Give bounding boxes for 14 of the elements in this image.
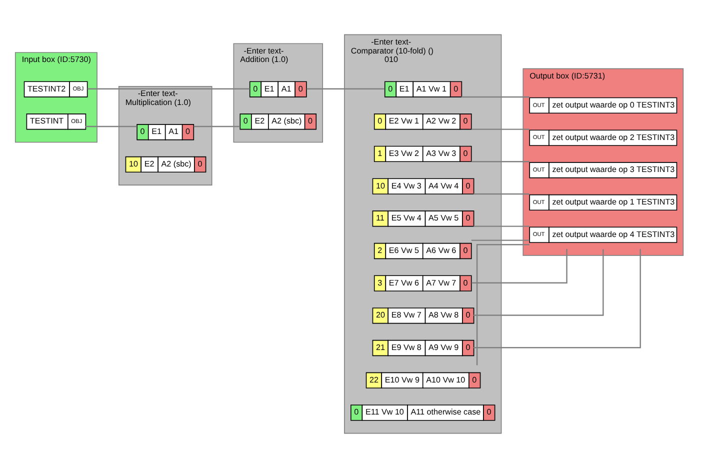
connector [474, 248, 641, 348]
connector [476, 244, 530, 365]
connector [474, 225, 530, 226]
connector [306, 88, 384, 89]
connector [471, 239, 530, 240]
connector [87, 88, 250, 89]
connector [461, 96, 530, 98]
connector [472, 248, 568, 284]
connector [194, 125, 240, 127]
connector [85, 125, 137, 127]
connector [471, 128, 530, 130]
connector [474, 192, 530, 194]
connector [471, 160, 530, 162]
connector [474, 248, 604, 316]
